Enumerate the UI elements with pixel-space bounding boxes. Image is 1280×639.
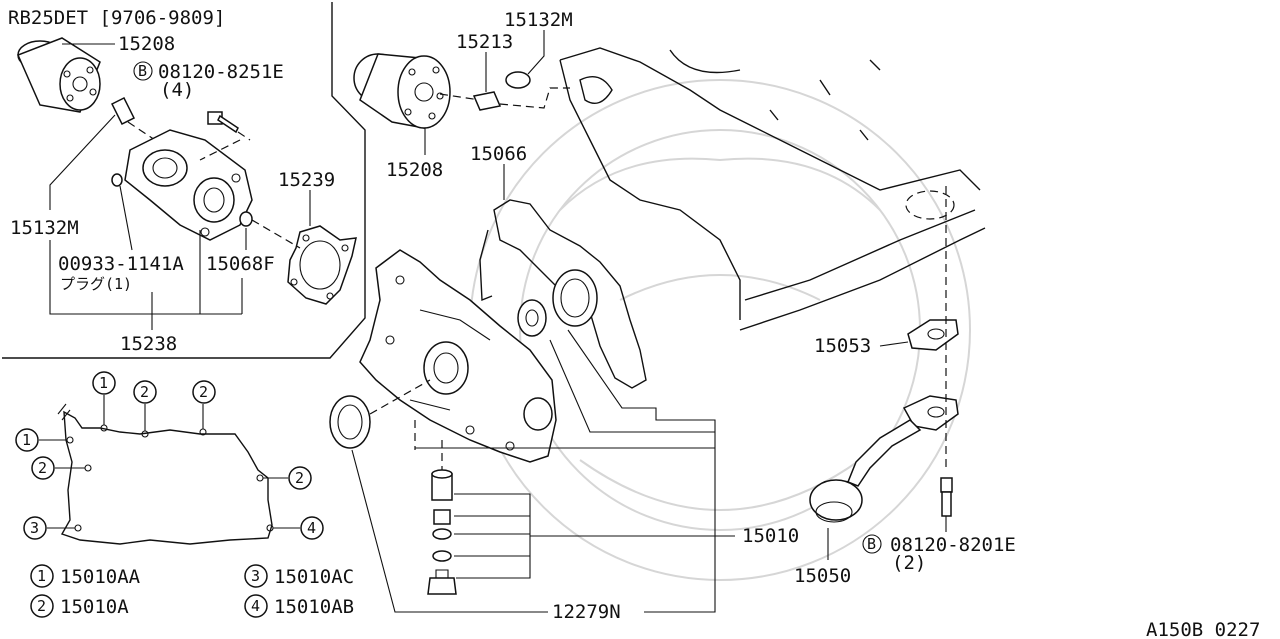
marker-3-left: 3 [30, 519, 39, 537]
legend-2-num: 2 [37, 597, 46, 615]
oil-pump-outer-rotor [552, 269, 598, 327]
oil-cooler-gasket [287, 225, 357, 305]
label-15208: 15208 [386, 159, 443, 181]
legend-4-part: 15010AB [274, 596, 354, 618]
inset-label-15068f: 15068F [206, 253, 275, 275]
front-cover-gasket-outline [57, 403, 273, 545]
inset-panel [2, 2, 366, 359]
oil-cooler-housing [124, 129, 253, 241]
front-oil-seal [329, 395, 371, 449]
main-bolt-number: 08120-8201E [890, 534, 1016, 556]
label-15066: 15066 [470, 143, 527, 165]
gasket-marker-points [66, 424, 274, 532]
gasket-marker-callouts [15, 371, 324, 540]
oil-pump-inner-rotor [517, 299, 547, 337]
marker-2-left: 2 [38, 459, 47, 477]
marker-2-top-left: 2 [140, 383, 149, 401]
inset-label-00933: 00933-1141A [58, 253, 184, 275]
oil-pump-body [359, 249, 557, 463]
bolt-icon-inset [207, 111, 239, 134]
inset-bolt-qty: (4) [160, 79, 194, 101]
bolt-b-icon-main [862, 534, 882, 554]
main-bolt-qty: (2) [892, 552, 926, 574]
legend-4-num: 4 [251, 597, 260, 615]
o-ring-left [111, 173, 123, 187]
bolt-b-icon-inset [133, 61, 153, 81]
inset-label-15238: 15238 [120, 333, 177, 355]
inset-label-15208: 15208 [118, 33, 175, 55]
strainer-bolt [940, 477, 953, 517]
legend-1-num: 1 [37, 567, 46, 585]
legend-3-part: 15010AC [274, 566, 354, 588]
diagram-code: A150B 0227 [1146, 619, 1260, 639]
legend-circles [30, 564, 268, 618]
legend-1-part: 15010AA [60, 566, 141, 588]
oil-filter-main [353, 53, 451, 129]
oil-strainer [809, 395, 959, 523]
label-15213: 15213 [456, 31, 513, 53]
oil-pressure-switch-main [505, 71, 531, 89]
engine-title: RB25DET [9706-9809] [8, 7, 225, 29]
inset-bolt-b: B [138, 62, 147, 80]
front-cover-gasket-15066 [479, 199, 647, 389]
oil-filter-connector [472, 91, 502, 111]
inset-plug-japanese: プラグ(1) [60, 275, 132, 293]
strainer-gasket [907, 319, 959, 351]
marker-1-left: 1 [22, 431, 31, 449]
marker-1-top: 1 [99, 374, 108, 392]
main-bolt-b: B [867, 535, 876, 553]
legend-2-part: 15010A [60, 596, 129, 618]
label-15132m: 15132M [504, 9, 573, 31]
label-15053: 15053 [814, 335, 871, 357]
marker-2-right: 2 [295, 469, 304, 487]
marker-2-top-right: 2 [199, 383, 208, 401]
legend-3-num: 3 [251, 567, 260, 585]
oil-pressure-switch-inset [110, 96, 136, 126]
inset-label-15132m: 15132M [10, 217, 79, 239]
inset-bolt-number: 08120-8251E [158, 61, 284, 83]
relief-valve-parts [427, 469, 457, 595]
engine-block [559, 47, 986, 331]
label-15010: 15010 [742, 525, 799, 547]
oil-filter-inset [16, 37, 101, 113]
label-15050: 15050 [794, 565, 851, 587]
watermark-emblem [469, 79, 971, 581]
label-12279n: 12279N [552, 601, 621, 623]
marker-4-right: 4 [307, 519, 316, 537]
o-ring-right [239, 211, 253, 227]
inset-label-15239: 15239 [278, 169, 335, 191]
